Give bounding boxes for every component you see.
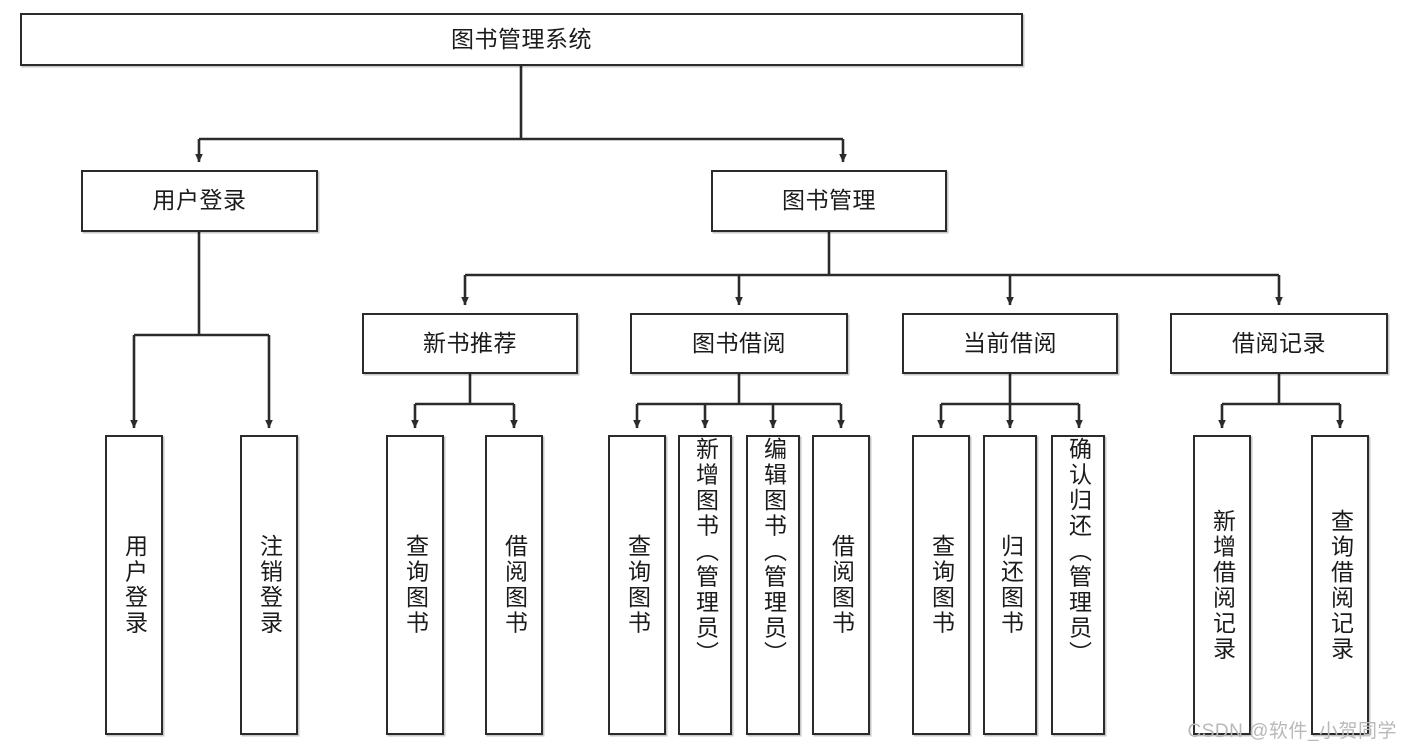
leaf-borrow-book-recommend[interactable]: 借阅图书: [485, 435, 543, 735]
node-label: 当前借阅: [963, 329, 1057, 356]
leaf-user-login[interactable]: 用户登录: [105, 435, 163, 735]
node-label: 新书推荐: [423, 329, 517, 356]
leaf-logout-login[interactable]: 注销登录: [240, 435, 298, 735]
node-new-book-recommend[interactable]: 新书推荐: [362, 313, 578, 374]
leaf-edit-book-admin[interactable]: 编辑图书（管理员）: [746, 435, 800, 735]
node-label: 图书管理系统: [451, 25, 592, 52]
leaf-add-borrow-record[interactable]: 新增借阅记录: [1193, 435, 1251, 735]
leaf-add-book-admin[interactable]: 新增图书（管理员）: [678, 435, 732, 735]
node-label: 查询图书: [928, 534, 955, 636]
leaf-query-book-current[interactable]: 查询图书: [912, 435, 970, 735]
node-label: 查询借阅记录: [1327, 508, 1354, 662]
node-label: 图书借阅: [692, 329, 786, 356]
node-label: 确认归还（管理员）: [1065, 437, 1092, 667]
node-label: 用户登录: [152, 187, 247, 214]
node-label: 新增借阅记录: [1209, 508, 1236, 662]
leaf-query-book-recommend[interactable]: 查询图书: [386, 435, 444, 735]
node-label: 新增图书（管理员）: [692, 437, 719, 667]
node-borrow-record[interactable]: 借阅记录: [1170, 313, 1388, 374]
node-label: 借阅记录: [1232, 329, 1326, 356]
node-label: 注销登录: [256, 534, 283, 636]
node-current-borrow[interactable]: 当前借阅: [902, 313, 1118, 374]
node-book-management[interactable]: 图书管理: [711, 170, 947, 232]
node-user-login[interactable]: 用户登录: [81, 170, 318, 232]
node-label: 图书管理: [782, 187, 876, 214]
leaf-query-borrow-record[interactable]: 查询借阅记录: [1311, 435, 1369, 735]
node-label: 编辑图书（管理员）: [760, 437, 787, 667]
node-label: 查询图书: [624, 534, 651, 636]
leaf-borrow-book[interactable]: 借阅图书: [812, 435, 870, 735]
leaf-query-book-borrow[interactable]: 查询图书: [608, 435, 666, 735]
node-label: 查询图书: [402, 534, 429, 636]
csdn-watermark: CSDN @软件_小贺同学: [1187, 721, 1397, 742]
node-label: 用户登录: [121, 534, 148, 636]
leaf-return-book[interactable]: 归还图书: [983, 435, 1037, 735]
node-root-book-management-system[interactable]: 图书管理系统: [20, 13, 1023, 66]
node-book-borrow[interactable]: 图书借阅: [630, 313, 848, 374]
leaf-confirm-return-admin[interactable]: 确认归还（管理员）: [1051, 435, 1105, 735]
node-label: 借阅图书: [828, 534, 855, 636]
node-label: 归还图书: [997, 534, 1024, 636]
node-label: 借阅图书: [501, 534, 528, 636]
